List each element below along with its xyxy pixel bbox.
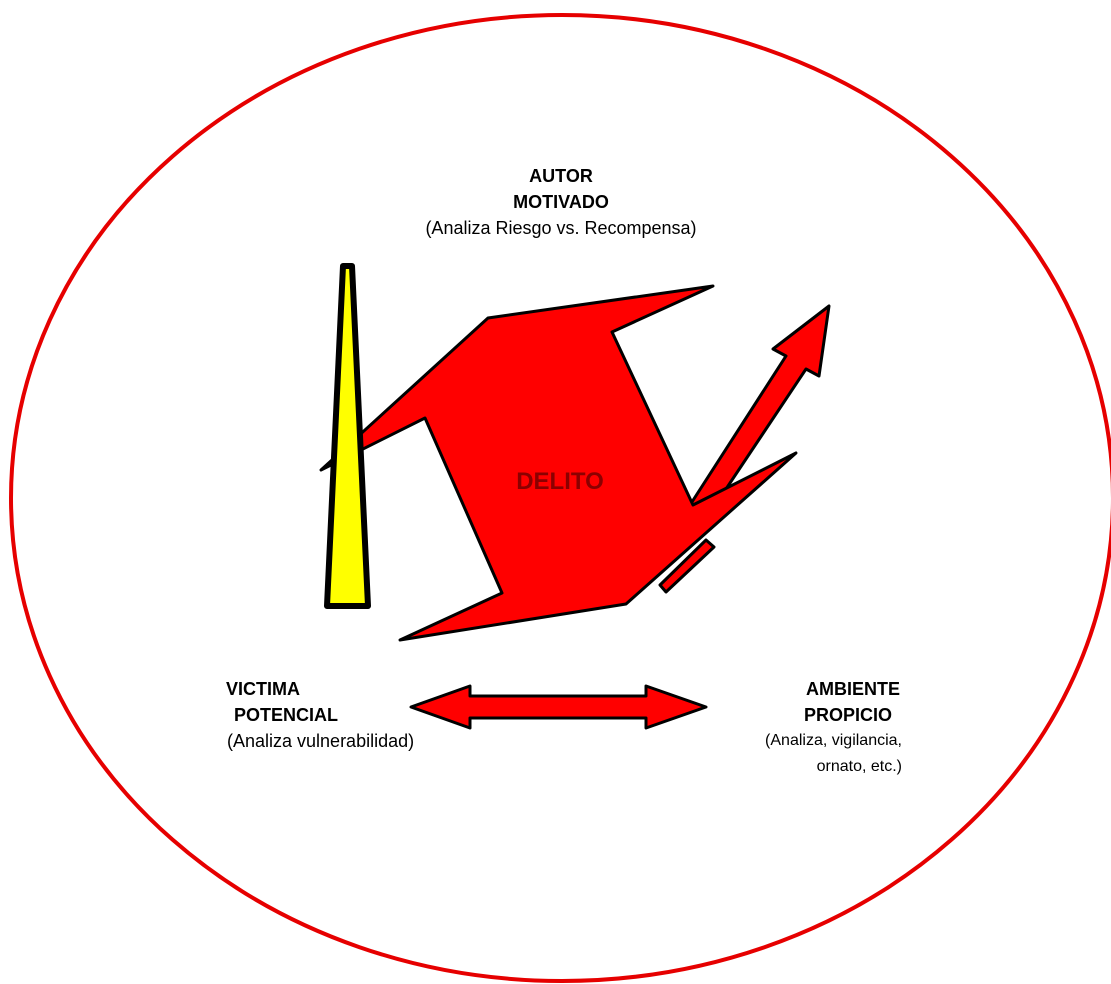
victima-label: VICTIMA POTENCIAL (Analiza vulnerabilida… xyxy=(200,676,490,754)
yellow-pointer xyxy=(324,263,371,609)
ambiente-subtitle-line2: ornato, etc.) xyxy=(816,758,902,775)
small-arrow xyxy=(658,538,716,594)
autor-title-line1: AUTOR xyxy=(529,166,593,186)
ambiente-title-line2: PROPICIO xyxy=(803,705,892,725)
outer-ellipse xyxy=(9,13,1111,983)
ambiente-title-line1: AMBIENTE xyxy=(806,679,900,699)
delito-shape xyxy=(319,284,798,642)
victima-subtitle: (Analiza vulnerabilidad) xyxy=(227,731,415,751)
ambiente-subtitle-line1: (Analiza, vigilancia, xyxy=(765,732,902,749)
autor-title-line2: MOTIVADO xyxy=(513,192,609,212)
victima-title-line2: POTENCIAL xyxy=(234,705,339,725)
autor-subtitle: (Analiza Riesgo vs. Recompensa) xyxy=(425,218,697,238)
victima-title-line1: VICTIMA xyxy=(226,679,300,699)
autor-label: AUTOR MOTIVADO (Analiza Riesgo vs. Recom… xyxy=(380,163,742,241)
double-arrow xyxy=(409,684,708,730)
delito-label: DELITO xyxy=(516,468,604,495)
ambiente-label: AMBIENTE PROPICIO (Analiza, vigilancia, … xyxy=(700,676,902,780)
